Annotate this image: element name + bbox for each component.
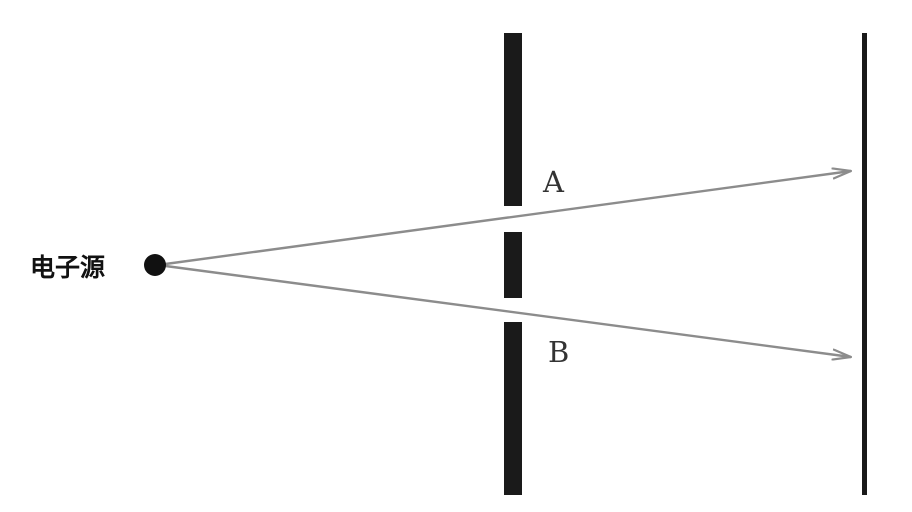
- source-label: 电子源: [30, 253, 105, 282]
- barrier-bottom-segment: [504, 322, 522, 495]
- ray-through-slit-a: [157, 171, 851, 267]
- barrier-middle-segment: [504, 232, 522, 298]
- electron-source-dot: [144, 254, 166, 276]
- barrier-top-segment: [504, 33, 522, 206]
- slit-a-label: A: [542, 165, 565, 199]
- detection-screen: [862, 33, 867, 495]
- slit-b-label: B: [548, 335, 569, 369]
- ray-through-slit-b: [157, 263, 851, 357]
